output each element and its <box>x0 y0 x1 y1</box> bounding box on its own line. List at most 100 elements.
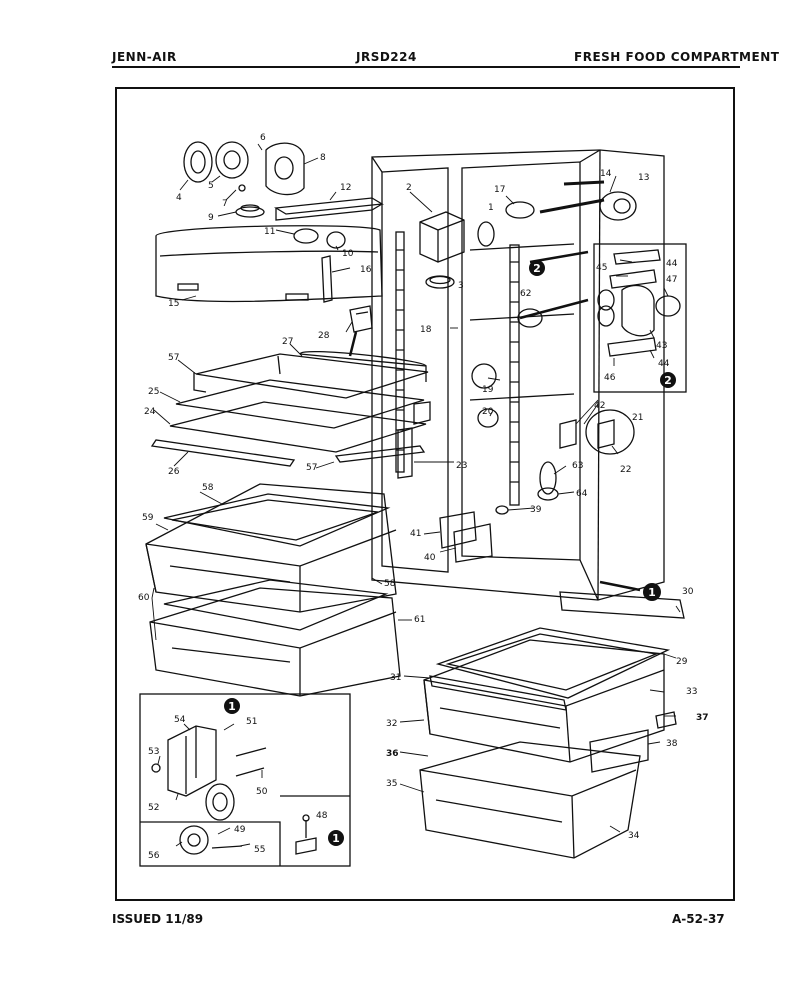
label-57a: 57 <box>168 353 179 363</box>
part-19 <box>471 363 497 389</box>
label-42: 42 <box>594 401 605 411</box>
rail-bracket-40 <box>453 523 493 563</box>
part-20 <box>477 408 499 428</box>
label-32: 32 <box>386 719 397 729</box>
label-58a: 58 <box>202 483 214 493</box>
label-62: 62 <box>520 289 531 299</box>
callout-1-detail <box>224 698 240 714</box>
label-16: 16 <box>360 265 372 275</box>
label-47: 47 <box>666 275 677 285</box>
label-30: 30 <box>682 587 694 597</box>
shelf-trim-25 <box>175 379 425 429</box>
detail-box-1 <box>139 693 351 867</box>
label-12: 12 <box>340 183 351 193</box>
svg-text:1: 1 <box>228 700 236 713</box>
light-bulb-11 <box>293 228 319 244</box>
label-44a: 44 <box>666 259 678 269</box>
control-box <box>419 211 465 263</box>
crisper-cover-right <box>435 627 671 699</box>
label-23: 23 <box>456 461 467 471</box>
part-39 <box>495 505 509 515</box>
leader-lines <box>151 143 681 847</box>
label-14: 14 <box>600 169 612 179</box>
label-50: 50 <box>256 787 268 797</box>
footer-issued: ISSUED 11/89 <box>112 912 204 926</box>
label-45: 45 <box>596 263 607 273</box>
part-42 <box>559 419 577 449</box>
label-3: 3 <box>458 281 464 291</box>
label-21: 21 <box>632 413 643 423</box>
label-57b: 57 <box>306 463 317 473</box>
label-8: 8 <box>320 153 326 163</box>
callout-2-cabinet <box>529 260 545 276</box>
rail-bracket-41 <box>439 511 477 549</box>
callout-1-leveler <box>328 830 344 846</box>
header-brand: JENN-AIR <box>112 50 177 64</box>
label-41: 41 <box>410 529 421 539</box>
crisper-pan-lower <box>149 587 401 697</box>
detail-21 <box>585 409 635 455</box>
shelf-ladder-left <box>395 231 405 473</box>
part-63 <box>539 461 557 495</box>
label-15: 15 <box>168 299 179 309</box>
label-20: 20 <box>482 407 494 417</box>
light-shield <box>155 225 383 303</box>
part-13 <box>599 191 637 221</box>
label-54: 54 <box>174 715 186 725</box>
shelf-trim-26 <box>150 439 296 467</box>
shelf-ladder-right <box>509 244 520 506</box>
svg-text:1: 1 <box>332 832 340 845</box>
callout-2-detail <box>660 372 676 388</box>
svg-text:2: 2 <box>533 262 541 275</box>
part-number-labels: 6 8 4 5 7 9 12 2 11 10 16 15 3 28 18 27 … <box>138 133 709 861</box>
label-17: 17 <box>494 185 505 195</box>
label-13: 13 <box>638 173 649 183</box>
label-55: 55 <box>254 845 265 855</box>
label-37: 37 <box>696 713 709 723</box>
label-58b: 58 <box>384 579 396 589</box>
light-socket-assembly <box>183 141 305 218</box>
thermostat-bracket <box>477 221 495 247</box>
glass-shelf-upper <box>195 351 429 399</box>
label-46: 46 <box>604 373 616 383</box>
header-rule <box>112 66 740 68</box>
meat-pan-right <box>423 639 665 763</box>
label-4: 4 <box>176 193 182 203</box>
label-2: 2 <box>406 183 412 193</box>
label-33: 33 <box>686 687 697 697</box>
label-28: 28 <box>318 331 330 341</box>
crisper-cover-upper <box>163 493 391 547</box>
label-36: 36 <box>386 749 399 759</box>
label-5: 5 <box>208 181 214 191</box>
label-52: 52 <box>148 803 159 813</box>
footer-code: A-52-37 <box>672 912 725 926</box>
label-9: 9 <box>208 213 214 223</box>
label-10: 10 <box>342 249 354 259</box>
svg-text:1: 1 <box>648 586 656 599</box>
shelf-support-57a <box>193 355 281 393</box>
callout-circles: 2 2 1 1 1 <box>224 260 676 846</box>
label-22: 22 <box>620 465 631 475</box>
label-38: 38 <box>666 739 678 749</box>
shelf-frame-24 <box>169 401 427 453</box>
damper-17 <box>505 201 535 219</box>
label-48: 48 <box>316 811 328 821</box>
label-1: 1 <box>488 203 494 213</box>
header-model: JRSD224 <box>356 50 417 64</box>
label-64: 64 <box>576 489 588 499</box>
light-bulb-10 <box>326 231 346 249</box>
label-6: 6 <box>260 133 266 143</box>
ladder-bracket <box>397 427 413 479</box>
control-knob <box>425 275 455 289</box>
label-24: 24 <box>144 407 156 417</box>
label-18: 18 <box>420 325 432 335</box>
leader-14 <box>563 180 605 186</box>
shelf-bracket <box>349 305 373 333</box>
part-37 <box>655 711 677 729</box>
shelf-30 <box>559 591 685 619</box>
label-51: 51 <box>246 717 257 727</box>
shelf-support-57b <box>334 445 426 463</box>
label-61: 61 <box>414 615 425 625</box>
callout-1-cabinet <box>643 583 661 601</box>
